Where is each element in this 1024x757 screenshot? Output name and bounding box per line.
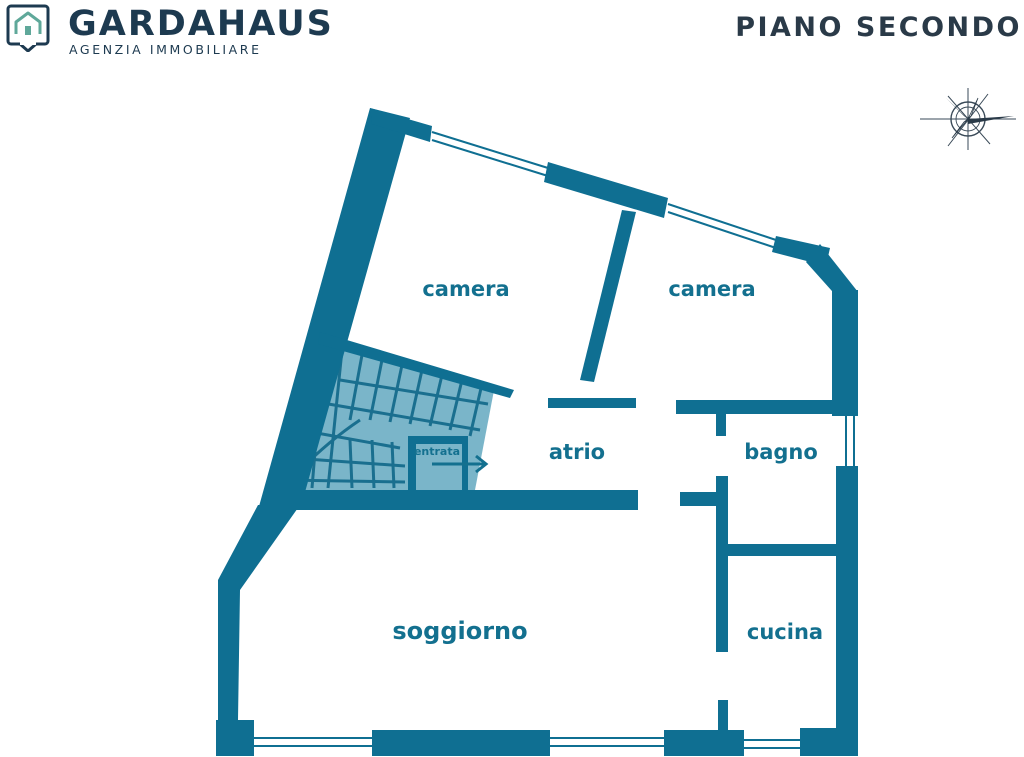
floor-title: PIANO SECONDO xyxy=(735,12,1022,43)
brand-name: GARDAHAUS xyxy=(68,4,334,44)
brand-logo: GARDAHAUS AGENZIA IMMOBILIARE xyxy=(6,4,336,57)
brand-tagline: AGENZIA IMMOBILIARE xyxy=(69,42,262,57)
room-label-camera-2: camera xyxy=(668,277,755,301)
walls xyxy=(216,108,858,756)
room-label-bagno: bagno xyxy=(744,440,818,464)
room-label-soggiorno: soggiorno xyxy=(392,617,527,645)
house-marker-icon xyxy=(6,4,50,52)
compass-rose-icon xyxy=(920,88,1016,150)
entry-arrow-icon xyxy=(432,454,489,474)
room-label-camera-1: camera xyxy=(422,277,509,301)
room-label-cucina: cucina xyxy=(747,620,823,644)
room-label-entrata: entrata xyxy=(414,445,460,458)
room-label-atrio: atrio xyxy=(549,440,605,464)
windows xyxy=(221,131,855,749)
